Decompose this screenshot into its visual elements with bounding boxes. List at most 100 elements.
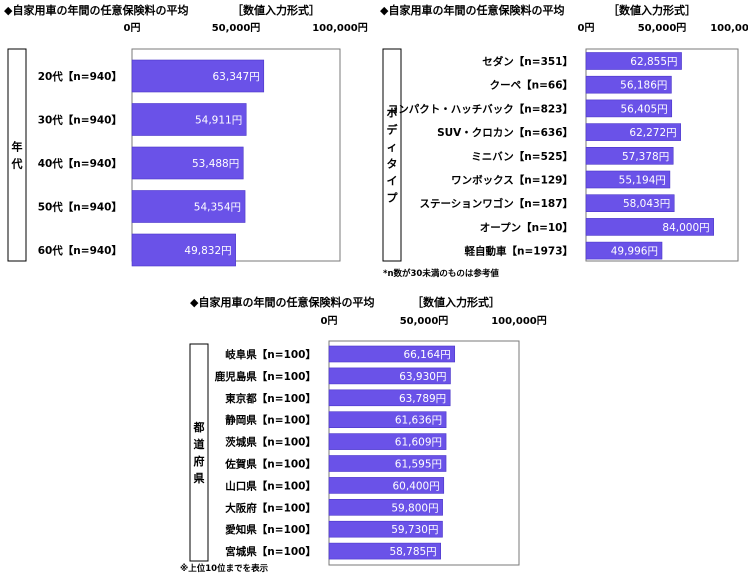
bar-value-label: 60,400円 bbox=[393, 480, 440, 492]
category-label: 東京都【n=100】 bbox=[225, 392, 316, 405]
x-tick-label: 0円 bbox=[124, 22, 141, 34]
group-label-box bbox=[7, 48, 27, 262]
bar bbox=[585, 241, 663, 260]
group-label-char: タ bbox=[387, 158, 398, 171]
bar-value-label: 49,996円 bbox=[611, 246, 658, 258]
bar-value-label: 57,378円 bbox=[622, 151, 669, 163]
category-label: 大阪府【n=100】 bbox=[225, 501, 316, 514]
group-label-char: ィ bbox=[387, 141, 398, 154]
bar-value-label: 58,785円 bbox=[389, 546, 436, 558]
category-label: 40代【n=940】 bbox=[38, 157, 122, 170]
x-tick-label: 100,000円 bbox=[491, 315, 547, 327]
bar-value-label: 54,354円 bbox=[194, 202, 241, 214]
category-label: ワンボックス【n=129】 bbox=[451, 174, 573, 187]
category-label: オープン【n=10】 bbox=[480, 221, 573, 234]
bar-value-label: 55,194円 bbox=[619, 175, 666, 187]
x-tick-label: 50,000円 bbox=[400, 315, 449, 327]
bar bbox=[328, 411, 447, 429]
bar bbox=[328, 455, 447, 472]
bar bbox=[328, 433, 447, 450]
chart-subtitle: ［数値入力形式］ bbox=[412, 295, 500, 309]
bar bbox=[131, 233, 236, 267]
bar bbox=[131, 59, 265, 93]
bar bbox=[328, 367, 451, 385]
category-label: 愛知県【n=100】 bbox=[225, 523, 316, 536]
category-label: 茨城県【n=100】 bbox=[225, 436, 316, 449]
bar bbox=[585, 123, 681, 141]
bar bbox=[328, 389, 451, 407]
category-label: クーペ【n=66】 bbox=[490, 79, 573, 92]
x-tick-label: 50,000円 bbox=[638, 22, 687, 34]
bar bbox=[131, 190, 246, 223]
x-tick-label: 0円 bbox=[578, 22, 595, 34]
category-label: 鹿児島県【n=100】 bbox=[215, 370, 316, 383]
bar bbox=[585, 194, 675, 212]
category-label: 岐阜県【n=100】 bbox=[225, 348, 316, 361]
group-label-char: ボ bbox=[387, 106, 398, 120]
bar-value-label: 54,911円 bbox=[195, 115, 242, 127]
x-tick-label: 50,000円 bbox=[212, 22, 261, 34]
category-label: 30代【n=940】 bbox=[38, 114, 122, 127]
category-label: SUV・クロカン【n=636】 bbox=[437, 126, 573, 139]
category-label: ステーションワゴン【n=187】 bbox=[420, 197, 573, 210]
category-label: 静岡県【n=100】 bbox=[225, 414, 316, 427]
bar-value-label: 49,832円 bbox=[184, 245, 231, 257]
bar bbox=[328, 345, 456, 363]
category-label: 宮城県【n=100】 bbox=[225, 545, 316, 558]
x-tick-label: 0円 bbox=[321, 315, 338, 327]
bar-value-label: 61,636円 bbox=[395, 415, 442, 427]
group-label-char: イ bbox=[387, 175, 398, 188]
bar-value-label: 56,186円 bbox=[620, 80, 667, 92]
group-label-box bbox=[189, 343, 209, 562]
bar-value-label: 62,855円 bbox=[630, 56, 677, 68]
bar bbox=[131, 103, 247, 136]
bar-value-label: 61,595円 bbox=[395, 459, 442, 471]
bar bbox=[585, 52, 682, 70]
bar-value-label: 61,609円 bbox=[395, 437, 442, 449]
plot-frame bbox=[328, 340, 520, 566]
category-label: 60代【n=940】 bbox=[38, 244, 122, 257]
category-label: 山口県【n=100】 bbox=[225, 479, 316, 492]
category-label: 軽自動車【n=1973】 bbox=[465, 245, 574, 258]
bar-value-label: 59,730円 bbox=[391, 524, 438, 536]
chart-title: ◆自家用車の年間の任意保険料の平均 bbox=[380, 3, 564, 17]
group-label-box bbox=[382, 48, 402, 262]
bar-value-label: 62,272円 bbox=[629, 127, 676, 139]
group-label-char: 府 bbox=[194, 454, 205, 468]
group-label-char: デ bbox=[387, 123, 399, 137]
bar bbox=[328, 477, 445, 494]
bar-value-label: 59,800円 bbox=[391, 502, 438, 514]
bar-value-label: 63,789円 bbox=[399, 393, 446, 405]
bar bbox=[131, 146, 244, 180]
bar-value-label: 53,488円 bbox=[192, 158, 239, 170]
group-label-char: 代 bbox=[11, 157, 23, 171]
x-tick-label: 100,000円 bbox=[312, 22, 368, 34]
bar bbox=[585, 218, 714, 236]
chart-note: ※上位10位までを表示 bbox=[180, 563, 269, 574]
chart-title: ◆自家用車の年間の任意保険料の平均 bbox=[4, 3, 188, 17]
x-tick-label: 100,000円 bbox=[710, 22, 748, 34]
category-label: 50代【n=940】 bbox=[38, 201, 122, 214]
chart-subtitle: ［数値入力形式］ bbox=[232, 3, 320, 17]
chart-title: ◆自家用車の年間の任意保険料の平均 bbox=[190, 295, 374, 309]
category-label: コンパクト・ハッチバック【n=823】 bbox=[388, 102, 573, 115]
group-label-char: 年 bbox=[12, 140, 23, 154]
chart-note: *n数が30未満のものは参考値 bbox=[383, 268, 499, 279]
bar-value-label: 63,347円 bbox=[213, 71, 260, 83]
bar bbox=[328, 542, 441, 560]
category-label: 20代【n=940】 bbox=[38, 70, 122, 83]
category-label: 佐賀県【n=100】 bbox=[224, 458, 316, 471]
category-label: ミニバン【n=525】 bbox=[471, 150, 573, 163]
bar-value-label: 84,000円 bbox=[662, 222, 709, 234]
bar bbox=[585, 99, 673, 118]
chart-subtitle: ［数値入力形式］ bbox=[608, 3, 696, 17]
bar-value-label: 58,043円 bbox=[623, 198, 670, 210]
category-label: セダン【n=351】 bbox=[482, 55, 573, 68]
group-label-char: 道 bbox=[194, 437, 205, 451]
bar-value-label: 63,930円 bbox=[399, 371, 446, 383]
bar-value-label: 66,164円 bbox=[403, 349, 450, 361]
bar bbox=[328, 498, 443, 516]
group-label-char: 都 bbox=[193, 420, 205, 434]
